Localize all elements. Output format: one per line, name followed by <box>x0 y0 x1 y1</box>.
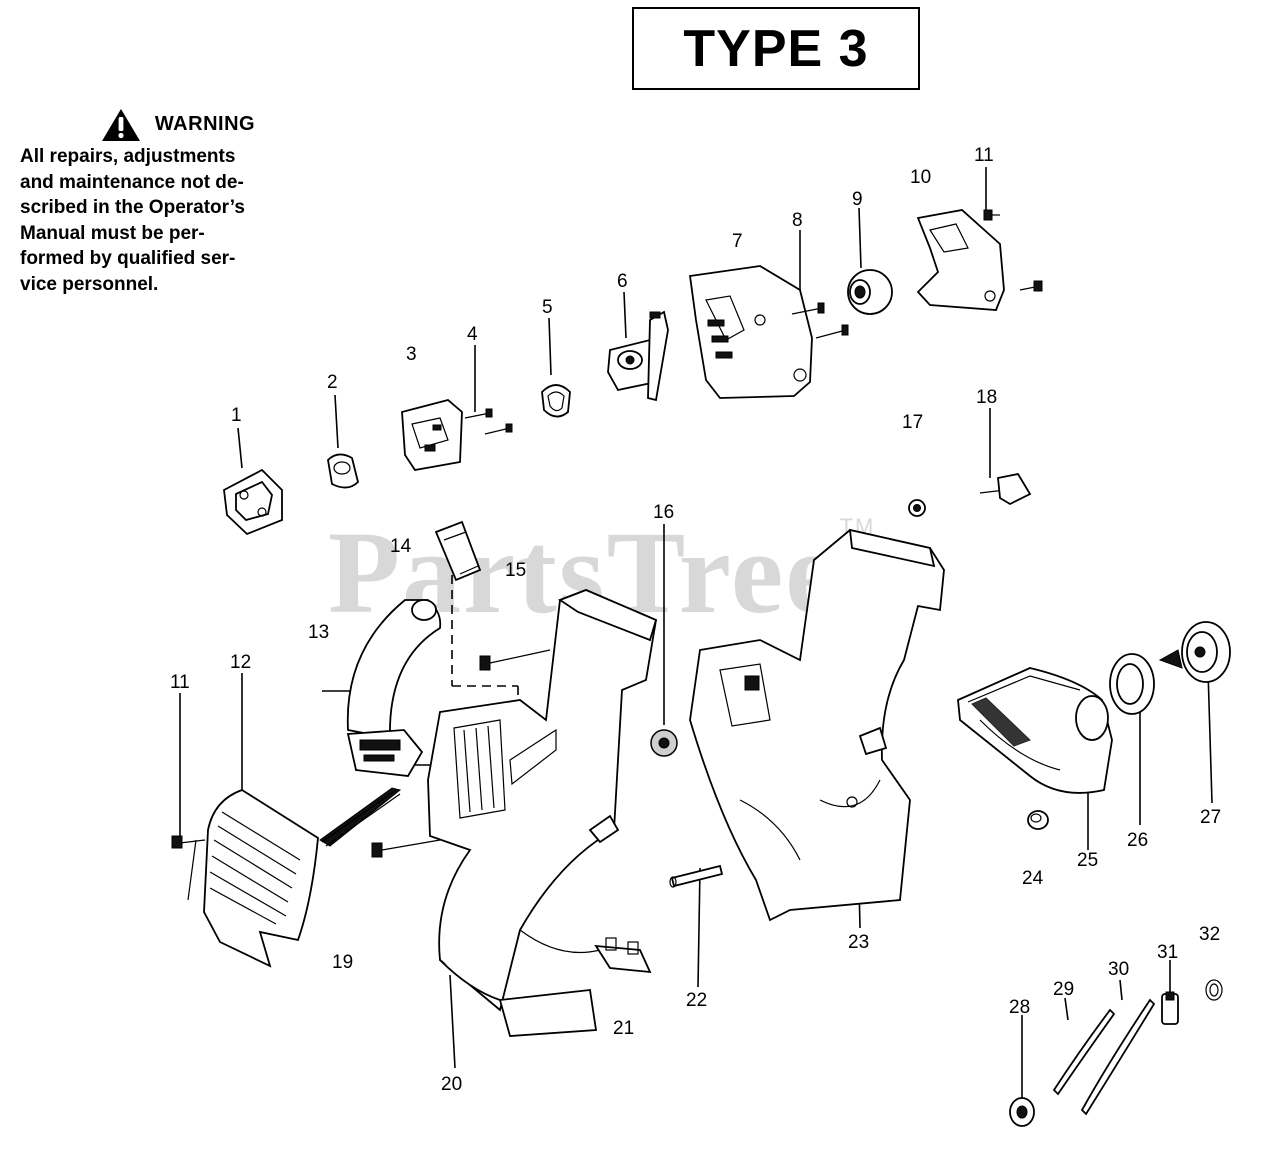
part-label: 14 <box>390 536 412 557</box>
warning-body: All repairs, adjustments and maintenance… <box>20 144 296 297</box>
part-foam-filter <box>319 787 402 847</box>
part-label: 9 <box>852 189 863 210</box>
part-latch <box>594 937 652 974</box>
warning-line: formed by qualified ser- <box>20 248 236 269</box>
part-cover-plate <box>916 209 1005 311</box>
part-label: 32 <box>1199 924 1220 945</box>
part-left-housing <box>427 589 658 1037</box>
part-label: 31 <box>1157 942 1178 963</box>
part-fan-nut <box>650 729 678 757</box>
part-label: 8 <box>792 210 803 231</box>
part-label: 1 <box>231 405 242 426</box>
part-carburetor-gasket <box>541 384 571 418</box>
part-spacer <box>847 269 893 315</box>
part-label: 2 <box>327 372 338 393</box>
part-grommet <box>1027 810 1049 830</box>
part-screws <box>791 302 849 339</box>
part-label: 29 <box>1053 979 1074 1000</box>
type-label: TYPE 3 <box>683 19 869 78</box>
part-filter <box>434 520 482 582</box>
part-small-grommet <box>1205 979 1223 1001</box>
warning-title: WARNING <box>154 113 256 136</box>
warning-line: scribed in the Operator’s <box>20 197 245 218</box>
leader-lines <box>179 167 1213 1100</box>
part-label: 12 <box>230 652 251 673</box>
warning-header: WARNING <box>20 108 296 142</box>
part-label: 19 <box>332 952 353 973</box>
warning-line: Manual must be per- <box>20 222 205 244</box>
part-label: 25 <box>1077 850 1098 871</box>
part-knob <box>979 472 1032 506</box>
part-fuel-lines <box>1052 998 1156 1116</box>
part-right-housing <box>689 528 945 922</box>
part-housing-plate <box>688 265 813 399</box>
part-gasket <box>223 468 283 536</box>
part-screw <box>371 839 441 858</box>
part-screw <box>479 649 551 671</box>
part-seal-ring <box>1109 653 1155 715</box>
part-label: 16 <box>653 502 674 523</box>
part-screws <box>983 209 1043 292</box>
warning-line: All repairs, adjustments <box>20 146 236 167</box>
part-label: 23 <box>848 932 869 953</box>
part-label: 5 <box>542 297 553 318</box>
part-label: 7 <box>732 231 743 252</box>
part-nut <box>908 499 926 517</box>
part-washer <box>1009 1097 1035 1127</box>
warning-triangle-icon <box>101 109 140 141</box>
part-grommet <box>327 453 359 489</box>
part-label: 6 <box>617 271 628 292</box>
part-label: 13 <box>308 622 329 643</box>
part-adapter <box>401 399 463 471</box>
part-label: 27 <box>1200 807 1221 828</box>
part-handle <box>346 599 442 777</box>
part-label: 24 <box>1022 868 1044 889</box>
part-label: 3 <box>406 344 417 365</box>
part-blower-tube <box>957 667 1113 794</box>
part-filter-cover <box>187 789 319 968</box>
part-label: 28 <box>1009 997 1030 1018</box>
type-label-box: TYPE 3 <box>632 7 920 90</box>
part-fuel-filter <box>1161 991 1179 1025</box>
part-label: 30 <box>1108 959 1129 980</box>
part-label: 17 <box>902 412 923 433</box>
part-pin <box>669 864 724 888</box>
warning-notice: WARNING All repairs, adjustments and mai… <box>20 108 296 297</box>
part-label: 15 <box>505 560 526 581</box>
warning-line: and maintenance not de- <box>20 171 244 193</box>
part-label: 11 <box>170 672 190 693</box>
part-label: 21 <box>613 1018 634 1039</box>
part-fan-assembly <box>1158 621 1231 683</box>
part-label: 4 <box>467 324 478 345</box>
part-carburetor <box>607 310 669 402</box>
part-number-labels: 1 2 3 4 5 6 7 8 9 10 11 11 12 13 14 15 1… <box>170 145 1221 1095</box>
warning-line: vice personnel. <box>20 273 159 295</box>
part-label: 20 <box>441 1074 462 1095</box>
part-screw <box>171 835 206 849</box>
part-label: 26 <box>1127 830 1148 851</box>
part-label: 22 <box>686 990 707 1011</box>
part-label: 11 <box>974 145 994 166</box>
part-screws <box>464 408 513 435</box>
part-label: 18 <box>976 387 997 408</box>
part-label: 10 <box>910 167 931 188</box>
